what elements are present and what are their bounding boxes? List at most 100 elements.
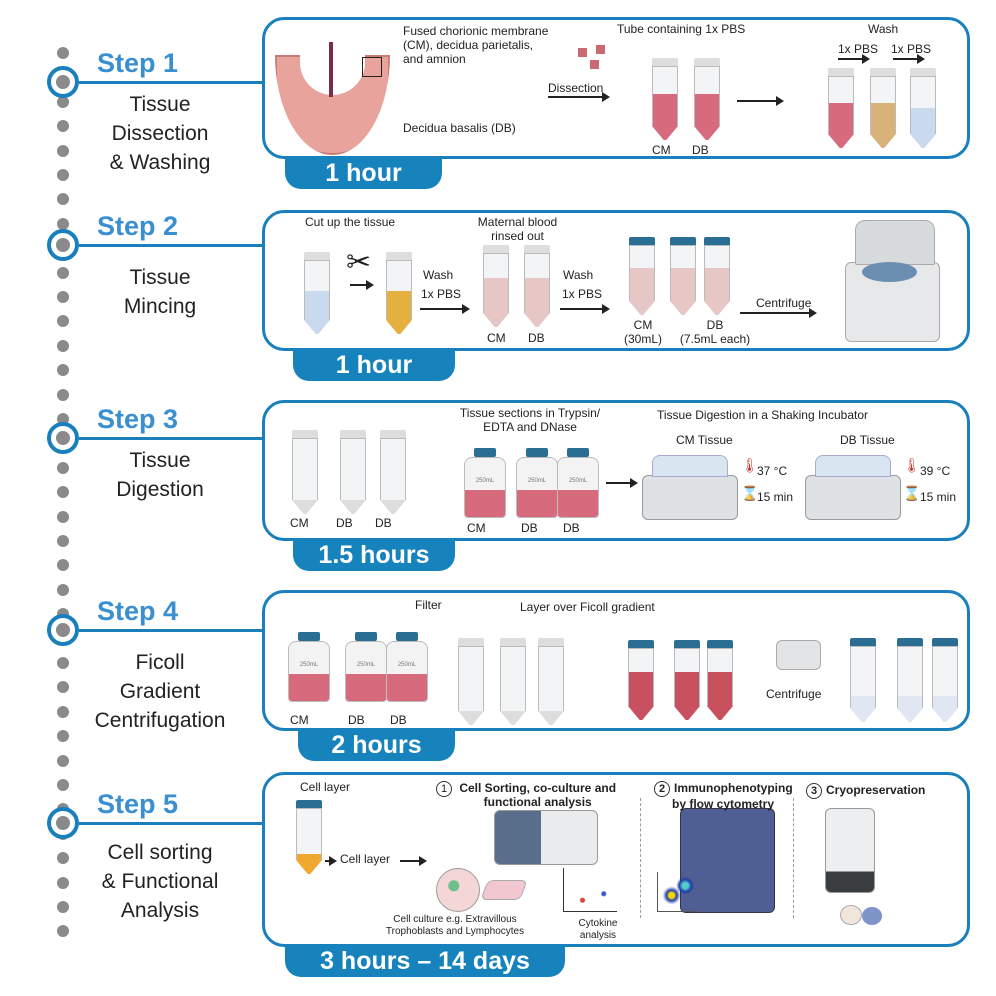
- culture-line: Cell culture e.g. Extravillous: [393, 914, 517, 925]
- bottle-liquid: [558, 490, 598, 517]
- db-temp: 39 °C: [920, 464, 951, 478]
- wash-label: Wash: [423, 268, 454, 282]
- timeline-dot: [57, 120, 69, 133]
- immuno-line: by flow cytometry: [672, 797, 775, 811]
- timeline-dot: [57, 193, 69, 206]
- timeline-dot: [57, 730, 69, 743]
- shaking-incubator-db: [805, 475, 901, 520]
- tube-liquid: [871, 102, 895, 134]
- tube-tip: [524, 313, 550, 327]
- timeline-dot: [57, 754, 69, 767]
- timeline-dot: [57, 901, 69, 913]
- db-tissue-label: DB Tissue: [840, 433, 895, 447]
- tube-cap: [850, 638, 876, 646]
- db-volume-line: (7.5mL each): [679, 332, 751, 346]
- timeline-dot: [57, 217, 69, 230]
- media-bottle: 250mL: [288, 632, 330, 702]
- db-volume-line: DB: [706, 318, 724, 332]
- tube-tip: [296, 860, 322, 874]
- tube-tip: [304, 320, 330, 334]
- step3-time-tag: 1.5 hours: [293, 539, 455, 571]
- centrifuge-tube: [704, 237, 730, 315]
- tube-tip: [458, 711, 484, 725]
- bottle-liquid: [465, 490, 505, 517]
- step-marker: [47, 807, 79, 839]
- timeline-dot: [57, 47, 69, 59]
- bottle-body: 250mL: [557, 457, 599, 518]
- tube-liquid: [671, 268, 695, 301]
- tube-body: [828, 76, 854, 134]
- step-marker: [47, 229, 79, 261]
- db-annotation: Decidua basalis (DB): [403, 121, 516, 135]
- tube-liquid: [653, 93, 677, 126]
- tube-tip: [628, 706, 654, 720]
- arrow-icon: [548, 92, 610, 102]
- tube-cap: [458, 638, 484, 646]
- incubator-lid-cm: [652, 455, 728, 477]
- bottle-volume: 250mL: [475, 478, 495, 484]
- cytokine-line: Cytokine: [578, 918, 618, 929]
- wash-label: Wash: [868, 22, 899, 36]
- bottle-body: 250mL: [288, 641, 330, 702]
- tube-cap: [292, 430, 318, 438]
- tube-cap: [652, 58, 678, 66]
- cm-annotation: Fused chorionic membrane (CM), decidua p…: [403, 24, 548, 66]
- cryo-box-icon: [840, 905, 862, 925]
- cm-annotation-line: Fused chorionic membrane: [403, 24, 549, 38]
- well-plate-icon: [480, 880, 528, 900]
- tube-liquid: [675, 671, 699, 706]
- bottle-volume: 250mL: [527, 478, 547, 484]
- freezer-illustration: [825, 808, 875, 893]
- step-marker: [47, 422, 79, 454]
- tube-tip: [704, 301, 730, 315]
- tissue-pieces: [578, 48, 587, 57]
- step-connector: [79, 81, 262, 84]
- step1-time-tag: 1 hour: [285, 157, 442, 189]
- sections-line: EDTA and DNase: [483, 420, 577, 434]
- step-title: Step 3: [97, 404, 179, 434]
- media-bottle: 250mL: [345, 632, 387, 702]
- tube-tip: [340, 500, 366, 514]
- timeline-dot: [57, 535, 69, 547]
- centrifuge-tube: [652, 58, 678, 140]
- hourglass-icon: ⌛: [741, 485, 759, 501]
- cryo-lid-icon: [862, 907, 882, 925]
- tube-tip: [629, 301, 655, 315]
- sections-label: Tissue sections in Trypsin/ EDTA and DNa…: [455, 406, 605, 434]
- thermometer-icon: 🌡: [741, 457, 759, 473]
- centrifuge-lid: [855, 220, 935, 265]
- tube-liquid: [629, 671, 653, 706]
- tube-label: CM: [290, 516, 309, 530]
- centrifuge-illustration: [776, 640, 821, 670]
- step-connector: [79, 822, 262, 825]
- step-description-line: & Washing: [109, 151, 211, 174]
- tube-tip: [828, 134, 854, 148]
- cryo-text: Cryopreservation: [826, 783, 926, 797]
- bottle-label: CM: [290, 713, 309, 727]
- hourglass-icon: ⌛: [903, 485, 921, 501]
- tube-body: [292, 438, 318, 500]
- step-description-line: Analysis: [120, 899, 200, 922]
- bottle-liquid: [387, 674, 427, 701]
- timeline-dot: [57, 559, 69, 572]
- tube-liquid: [933, 695, 957, 708]
- tube-body: [458, 646, 484, 711]
- selection-box: [362, 57, 382, 77]
- divider: [793, 798, 794, 918]
- dissection-label: Dissection: [548, 81, 604, 95]
- step-connector: [79, 244, 262, 247]
- bottle-volume: 250mL: [397, 662, 417, 668]
- tube-cap: [304, 252, 330, 260]
- cell-layer-title: Cell layer: [300, 780, 351, 794]
- centrifuge-tube: [538, 638, 564, 725]
- tube-liquid: [525, 277, 549, 313]
- step-marker: [47, 614, 79, 646]
- pbs-label: 1x PBS: [562, 287, 603, 301]
- sections-line: Tissue sections in Trypsin/: [459, 406, 601, 420]
- timeline-dot: [57, 95, 69, 108]
- bottle-label: CM: [467, 521, 486, 535]
- tube-tip: [850, 708, 876, 722]
